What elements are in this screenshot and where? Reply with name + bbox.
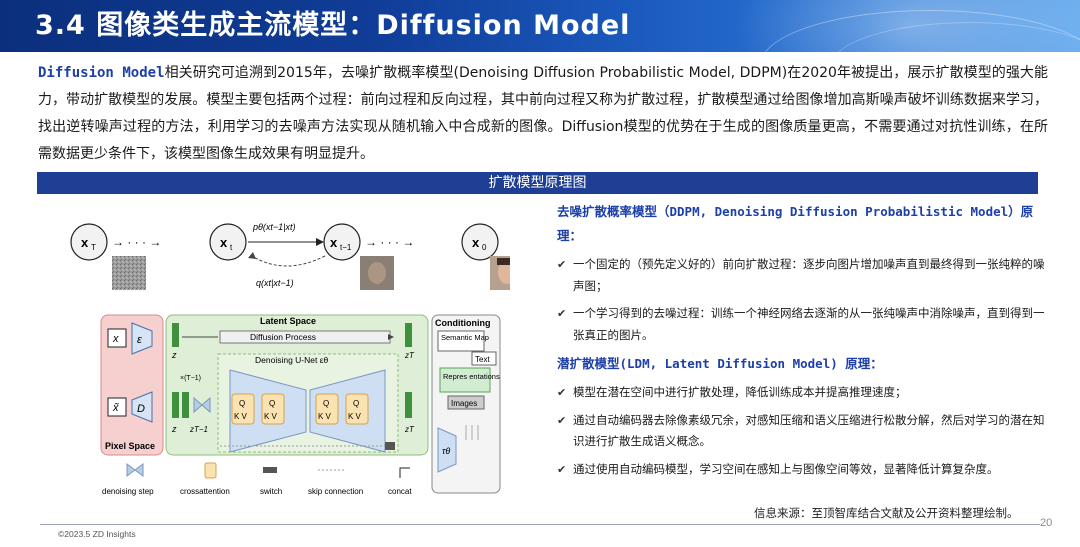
source-note: 信息来源：至顶智库结合文献及公开资料整理绘制。	[754, 506, 1019, 520]
qkv-block-1: Q K V	[231, 393, 255, 425]
noise-image	[112, 256, 146, 290]
tau-encoder	[437, 427, 457, 473]
z-label-bottom: z	[171, 424, 177, 434]
node-xT-sub: T	[91, 243, 96, 252]
xhat-output: x̃	[112, 402, 119, 414]
decoder-label: D	[137, 403, 145, 415]
node-xt1	[323, 223, 361, 261]
list-item: ✔一个学习得到的去噪过程：训练一个神经网络去逐渐的从一张纯噪声中消除噪声，直到得…	[557, 303, 1047, 346]
page-title: 3.4 图像类生成主流模型：Diffusion Model	[35, 10, 631, 41]
zT-label-bottom: zT	[404, 425, 415, 434]
z-label-top: z	[171, 350, 177, 360]
tau-label: τθ	[442, 446, 450, 456]
decoder-shape	[131, 391, 153, 423]
svg-text:Q: Q	[353, 399, 359, 408]
check-icon: ✔	[557, 258, 567, 271]
copyright: ©2023.5 ZD Insights	[58, 529, 136, 539]
ldm-heading: 潜扩散模型(LDM, Latent Diffusion Model) 原理：	[557, 356, 883, 371]
times-label: ×(T−1)	[180, 375, 201, 382]
svg-text:K V: K V	[264, 412, 278, 421]
node-x0	[461, 223, 499, 261]
intro-text: 相关研究可追溯到2015年，去噪扩散概率模型(Denoising Diffusi…	[38, 65, 1049, 162]
explanation-column: 去噪扩散概率模型（DDPM, Denoising Diffusion Proba…	[557, 200, 1047, 486]
ldm-list: ✔模型在潜在空间中进行扩散处理，降低训练成本并提高推理速度； ✔通过自动编码器去…	[557, 382, 1047, 480]
chain-dots-1: → · · · →	[112, 235, 161, 249]
latent-space-label: Latent Space	[260, 316, 316, 326]
x-input: x	[112, 333, 119, 345]
ddpm-heading: 去噪扩散概率模型（DDPM, Denoising Diffusion Proba…	[557, 204, 1034, 243]
cond-images: Images	[451, 399, 477, 408]
encoder-label: ε	[137, 334, 142, 346]
pixel-space-block: x ε x̃ D Pixel Space	[100, 314, 164, 456]
zT1-label: zT−1	[189, 425, 208, 434]
footer-divider	[40, 524, 1040, 525]
legend-concat: concat	[388, 487, 412, 496]
check-icon: ✔	[557, 386, 567, 399]
list-item: ✔一个固定的（预先定义好的）前向扩散过程：逐步向图片增加噪声直到最终得到一张纯粹…	[557, 254, 1047, 297]
legend-denoising-step: denoising step	[102, 487, 154, 496]
node-xt-sub: t	[230, 243, 233, 252]
node-xt	[209, 223, 247, 261]
zT-label-top: zT	[404, 351, 415, 360]
conditioning-block: Conditioning Semantic Map Text Repres en…	[431, 314, 501, 494]
svg-text:Q: Q	[269, 399, 275, 408]
page-number: 20	[1040, 517, 1053, 529]
list-item: ✔通过自动编码器去除像素级冗余，对感知压缩和语义压缩进行松散分解，然后对学习的潜…	[557, 410, 1047, 453]
diffusion-process-label: Diffusion Process	[250, 332, 316, 342]
check-icon: ✔	[557, 307, 567, 320]
legend-switch: switch	[260, 487, 282, 496]
cond-semantic-map: Semantic Map	[441, 333, 489, 342]
forward-label: q(xt|xt−1)	[256, 278, 294, 288]
diagram-legend: denoising step crossattention switch ski…	[102, 462, 412, 496]
conditioning-label: Conditioning	[435, 318, 490, 328]
latent-space-block: Latent Space Diffusion Process z zT Deno…	[165, 314, 429, 456]
unet-label: Denoising U-Net εθ	[255, 355, 329, 365]
qkv-block-4: Q K V	[345, 393, 369, 425]
reverse-label: pθ(xt−1|xt)	[252, 222, 295, 232]
pixel-space-label: Pixel Space	[105, 441, 155, 451]
node-xt-label: x	[220, 235, 228, 250]
check-icon: ✔	[557, 413, 567, 427]
check-icon: ✔	[557, 462, 567, 476]
cond-representations: Repres entations	[443, 372, 500, 381]
list-item: ✔通过使用自动编码模型，学习空间在感知上与图像空间等效，显著降低计算复杂度。	[557, 459, 1047, 481]
node-x0-label: x	[472, 235, 480, 250]
node-xt1-label: x	[330, 235, 338, 250]
encoder-shape	[131, 322, 153, 355]
chain-dots-2: → · · · →	[365, 235, 414, 249]
intro-highlight: Diffusion Model	[38, 65, 165, 81]
node-xT-label: x	[81, 235, 89, 250]
legend-crossattention: crossattention	[180, 487, 230, 496]
diffusion-diagram: x T → · · · → x t x t−1 → · · · → x 0 pθ…	[70, 222, 510, 496]
svg-text:K V: K V	[318, 412, 332, 421]
section-title-bar: 扩散模型原理图	[37, 172, 1038, 194]
svg-text:K V: K V	[348, 412, 362, 421]
cond-text: Text	[475, 355, 490, 364]
list-item: ✔模型在潜在空间中进行扩散处理，降低训练成本并提高推理速度；	[557, 382, 1047, 404]
node-x0-sub: 0	[482, 243, 487, 252]
legend-skip-connection: skip connection	[308, 487, 363, 496]
node-xT	[70, 223, 108, 261]
svg-text:K V: K V	[234, 412, 248, 421]
svg-text:Q: Q	[239, 399, 245, 408]
intro-paragraph: Diffusion Model相关研究可追溯到2015年，去噪扩散概率模型(De…	[38, 60, 1048, 168]
title-banner: 3.4 图像类生成主流模型：Diffusion Model	[0, 0, 1080, 52]
markov-chain: x T → · · · → x t x t−1 → · · · → x 0 pθ…	[70, 222, 510, 290]
qkv-block-2: Q K V	[261, 393, 285, 425]
node-xt1-sub: t−1	[340, 243, 352, 252]
qkv-block-3: Q K V	[315, 393, 339, 425]
ddpm-list: ✔一个固定的（预先定义好的）前向扩散过程：逐步向图片增加噪声直到最终得到一张纯粹…	[557, 254, 1047, 346]
svg-text:Q: Q	[323, 399, 329, 408]
